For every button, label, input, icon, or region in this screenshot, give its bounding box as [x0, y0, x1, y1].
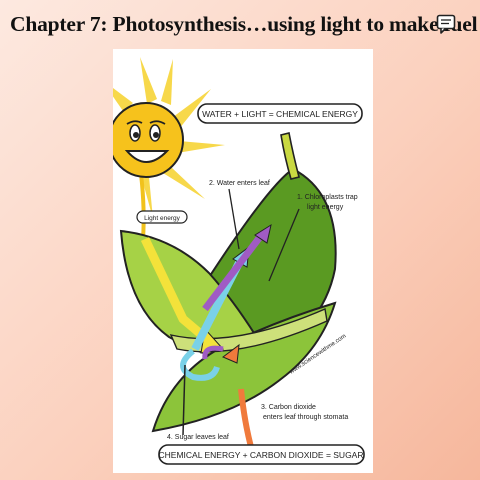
light-energy-label: Light energy: [144, 215, 181, 222]
photosynthesis-diagram: WATER + LIGHT = CHEMICAL ENERGY: [113, 49, 373, 473]
bottom-equation-text: CHEMICAL ENERGY + CARBON DIOXIDE = SUGAR: [159, 450, 364, 460]
speech-bubble-icon[interactable]: [436, 14, 456, 34]
energy-arrow: [202, 230, 266, 312]
co2-label-2: enters leaf through stomata: [263, 414, 348, 421]
water-cycle-arrow: [180, 348, 220, 381]
leaf-stem: [280, 132, 300, 180]
bottom-equation-box: CHEMICAL ENERGY + CARBON DIOXIDE = SUGAR: [158, 444, 365, 465]
co2-label-1: 3. Carbon dioxide: [261, 404, 316, 411]
slide-title: Chapter 7: Photosynthesis…using light to…: [10, 12, 478, 36]
sun-icon: [113, 102, 184, 178]
top-equation-text: WATER + LIGHT = CHEMICAL ENERGY: [202, 109, 358, 119]
sun-stem: [139, 173, 146, 240]
sun-rays: [113, 57, 225, 219]
sugar-label: 4. Sugar leaves leaf: [167, 434, 229, 441]
sugar-line: [182, 364, 186, 436]
energy-arrow-2: [202, 345, 224, 360]
water-label: 2. Water enters leaf: [209, 180, 270, 187]
chloroplasts-label-1: 1. Chloroplasts trap: [297, 194, 358, 201]
top-equation-box: WATER + LIGHT = CHEMICAL ENERGY: [197, 103, 363, 124]
chloroplasts-label-2: light energy: [307, 204, 344, 211]
light-energy-callout: Light energy: [136, 210, 188, 224]
